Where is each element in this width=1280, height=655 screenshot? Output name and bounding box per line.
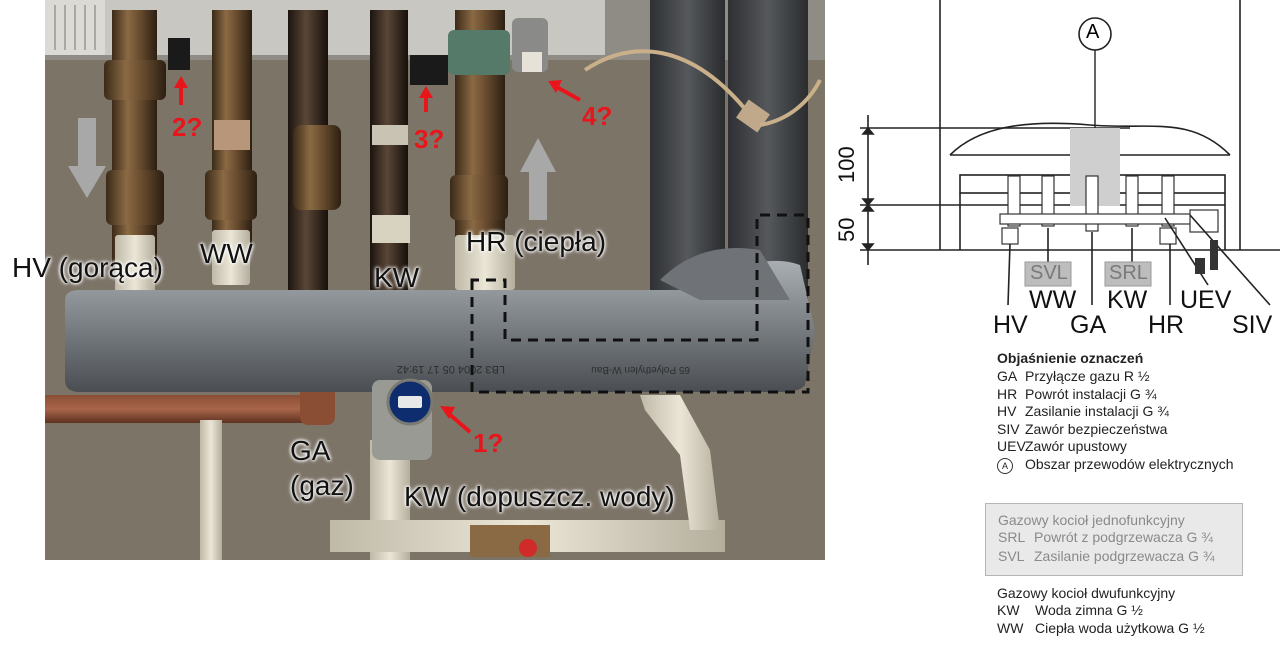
dashed-outline: [470, 213, 810, 394]
pipe-print-right: 65 Polyethylen W-Bau: [591, 364, 690, 375]
label-hr-warm: HR (ciepła): [466, 226, 607, 257]
pipe-hr: [448, 10, 515, 290]
pipe-print-left: LB3 2004 05 17 19:42: [397, 363, 505, 375]
label-ww: WW: [200, 238, 253, 269]
tag-srl: SRL: [1109, 262, 1148, 284]
dim-100: 100: [834, 146, 859, 183]
legend-title: Objaśnienie oznaczeń: [997, 350, 1144, 366]
legend-single-title: Gazowy kocioł jednofunkcyjny: [998, 512, 1185, 528]
sch-label-kw: KW: [1107, 286, 1148, 314]
connection-schematic: [860, 0, 1280, 306]
sch-label-hr: HR: [1148, 311, 1185, 339]
legend-dual-title: Gazowy kocioł dwufunkcyjny: [997, 585, 1176, 601]
insulated-pipe-horizontal: [65, 260, 815, 392]
marker-2: 2?: [172, 112, 203, 142]
marker-3: 3?: [414, 124, 445, 154]
label-hv-hot: HV (gorąca): [12, 252, 163, 283]
marker-1: 1?: [473, 428, 504, 458]
marker-4: 4?: [582, 101, 613, 131]
sch-label-ww: WW: [1029, 286, 1077, 314]
zone-a-marker: A: [1086, 21, 1100, 43]
sch-label-ga: GA: [1070, 311, 1107, 339]
installation-photo: LB3 2004 05 17 19:42 65 Polyethylen W-Ba…: [45, 0, 825, 560]
pipe-ga: [288, 10, 341, 310]
tag-svl: SVL: [1030, 262, 1068, 284]
flow-arrow-down: [68, 118, 106, 198]
cable: [583, 49, 752, 117]
sch-label-hv: HV: [993, 311, 1028, 339]
copper-pipe: [45, 395, 325, 423]
sch-label-siv: SIV: [1232, 311, 1273, 339]
marker-arrow-4: [554, 84, 581, 102]
sch-label-uev: UEV: [1180, 286, 1232, 314]
zone-a-icon: A: [997, 457, 1013, 474]
pipe-kw: [370, 10, 410, 310]
pipe-hv: [104, 10, 166, 295]
flow-arrow-up: [520, 138, 556, 220]
pipe-ww: [205, 10, 257, 285]
label-kw: KW: [374, 262, 420, 293]
label-ga-gas: GA (gaz): [290, 435, 354, 501]
label-kw-fill: KW (dopuszcz. wody): [404, 481, 675, 512]
valve-red-handle: [519, 539, 537, 557]
marker-arrow-1: [446, 411, 472, 434]
dim-50: 50: [834, 217, 859, 242]
